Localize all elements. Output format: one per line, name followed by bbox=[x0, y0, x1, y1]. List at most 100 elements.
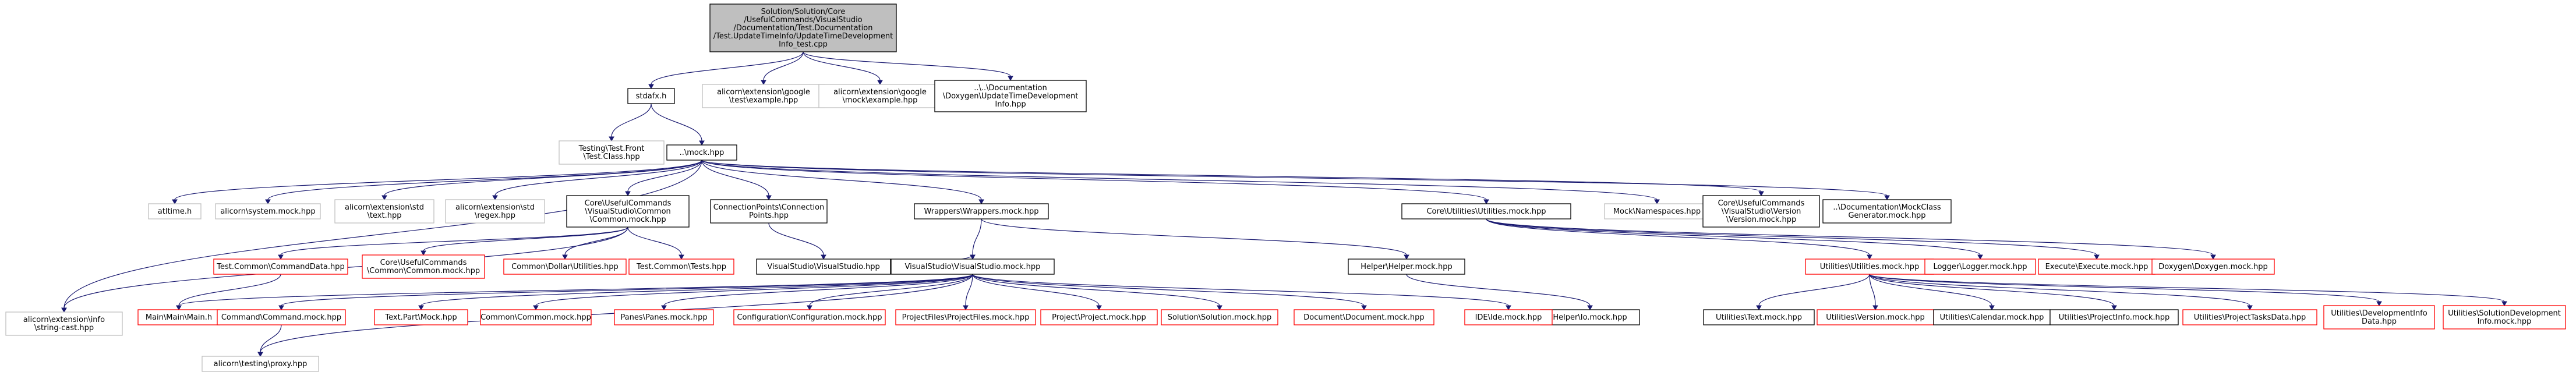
node-label-line: Command\Command.mock.hpp bbox=[221, 313, 341, 322]
node-layer: Solution/Solution/Core/UsefulCommands/Vi… bbox=[5, 3, 2566, 372]
graph-node-projfiles[interactable]: ProjectFiles\ProjectFiles.mock.hpp bbox=[895, 309, 1036, 325]
node-label-line: Utilities\Text.mock.hpp bbox=[1716, 313, 1802, 322]
graph-node-panes[interactable]: Panes\Panes.mock.hpp bbox=[614, 309, 714, 325]
graph-node-vs[interactable]: VisualStudio\VisualStudio.hpp bbox=[756, 258, 891, 275]
edge-line bbox=[981, 218, 1407, 256]
node-box bbox=[709, 3, 897, 52]
node-box bbox=[503, 258, 627, 275]
graph-node-cmddata[interactable]: Test.Common\CommandData.hpp bbox=[213, 258, 348, 275]
graph-node-execute[interactable]: Execute\Execute.mock.hpp bbox=[2038, 258, 2155, 275]
graph-node-helper[interactable]: Helper\Helper.mock.hpp bbox=[1348, 258, 1465, 275]
graph-node-stdregex[interactable]: alicorn\extension\std\regex.hpp bbox=[445, 199, 545, 224]
edge-line bbox=[421, 274, 973, 306]
graph-node-mocknames[interactable]: Mock\Namespaces.hpp bbox=[1604, 203, 1710, 219]
graph-node-corecommon[interactable]: Core\UsefulCommands\Common\Common.mock.h… bbox=[362, 254, 485, 279]
node-box bbox=[2443, 305, 2566, 330]
graph-node-ide[interactable]: IDE\Ide.mock.hpp bbox=[1464, 309, 1553, 325]
edge-line bbox=[280, 226, 628, 256]
graph-node-projinfo[interactable]: Utilities\ProjectInfo.mock.hpp bbox=[2050, 309, 2179, 325]
edge-line bbox=[803, 51, 1011, 77]
edge-arrowhead bbox=[257, 352, 263, 357]
graph-node-mock[interactable]: ..\mock.hpp bbox=[666, 144, 737, 161]
edge-arrowhead bbox=[699, 140, 705, 146]
edge-arrowhead bbox=[661, 305, 667, 311]
graph-node-wrappers[interactable]: Wrappers\Wrappers.mock.hpp bbox=[914, 203, 1049, 219]
graph-edge-commonmock-to-cmddata bbox=[278, 226, 628, 260]
edge-arrowhead bbox=[2376, 301, 2382, 307]
graph-node-dollar[interactable]: Common\Dollar\Utilities.hpp bbox=[503, 258, 627, 275]
node-box bbox=[1924, 258, 2036, 275]
edge-arrowhead bbox=[679, 254, 684, 260]
graph-node-stdtext[interactable]: alicorn\extension\std\text.hpp bbox=[334, 199, 434, 224]
edge-arrowhead bbox=[1587, 305, 1593, 311]
node-label-line: Utilities\ProjectTasksData.hpp bbox=[2194, 313, 2306, 322]
graph-node-main[interactable]: Main\Main\Main.h bbox=[137, 309, 220, 325]
node-box bbox=[374, 309, 468, 325]
graph-node-document[interactable]: Document\Document.mock.hpp bbox=[1294, 309, 1434, 325]
node-box bbox=[148, 203, 202, 219]
edge-arrowhead bbox=[1008, 76, 1013, 82]
graph-node-io[interactable]: Helper\Io.mock.hpp bbox=[1540, 309, 1640, 325]
graph-node-project[interactable]: Project\Project.mock.hpp bbox=[1040, 309, 1158, 325]
node-label-line: \Common\Common.mock.hpp bbox=[367, 267, 480, 275]
node-label-line: alicorn\testing\proxy.hpp bbox=[214, 360, 308, 369]
graph-node-doxygen[interactable]: Doxygen\Doxygen.mock.hpp bbox=[2151, 258, 2275, 275]
node-label-line: Panes\Panes.mock.hpp bbox=[620, 313, 707, 322]
node-label-line: \Version.mock.hpp bbox=[1726, 215, 1797, 224]
node-box bbox=[895, 309, 1036, 325]
graph-edge-root-to-gmock_ex bbox=[803, 51, 883, 86]
node-box bbox=[334, 199, 434, 224]
graph-node-proxy[interactable]: alicorn\testing\proxy.hpp bbox=[202, 356, 319, 372]
graph-node-sysmock[interactable]: alicorn\system.mock.hpp bbox=[215, 203, 321, 219]
graph-node-gtest_ex[interactable]: alicorn\extension\google\test\example.hp… bbox=[702, 84, 825, 108]
graph-node-commoncommon[interactable]: Common\Common.mock.hpp bbox=[480, 309, 592, 325]
graph-node-doxy_upd[interactable]: ..\..\Documentation\Doxygen\UpdateTimeDe… bbox=[934, 80, 1087, 112]
graph-node-command[interactable]: Command\Command.mock.hpp bbox=[217, 309, 346, 325]
graph-edge-vsmock-to-project bbox=[972, 274, 1102, 311]
graph-node-connmock[interactable]: ConnectionPoints\ConnectionPoints.hpp bbox=[710, 199, 828, 224]
graph-node-config[interactable]: Configuration\Configuration.mock.hpp bbox=[733, 309, 886, 325]
graph-node-utils2[interactable]: Utilities\Utilities.mock.hpp bbox=[1805, 258, 1934, 275]
graph-node-commonmock[interactable]: Core\UsefulCommands\VisualStudio\Common\… bbox=[566, 195, 690, 228]
graph-node-textpart[interactable]: Text.Part\Mock.hpp bbox=[374, 309, 468, 325]
graph-node-tests[interactable]: Test.Common\Tests.hpp bbox=[628, 258, 734, 275]
edge-line bbox=[663, 274, 973, 306]
graph-node-testclass[interactable]: Testing\Test.Front\Test.Class.hpp bbox=[559, 140, 665, 165]
node-box bbox=[710, 199, 828, 224]
graph-node-mockclassgen[interactable]: ..\Documentation\MockClassGenerator.mock… bbox=[1822, 199, 1952, 224]
graph-node-soldev[interactable]: Utilities\SolutionDevelopmentInfo.mock.h… bbox=[2443, 305, 2566, 330]
graph-node-projtasks[interactable]: Utilities\ProjectTasksData.hpp bbox=[2182, 309, 2317, 325]
graph-node-gmock_ex[interactable]: alicorn\extension\google\mock\example.hp… bbox=[818, 84, 942, 108]
node-label-line: ..\Documentation\MockClass bbox=[1833, 203, 1941, 212]
graph-node-root[interactable]: Solution/Solution/Core/UsefulCommands/Vi… bbox=[709, 3, 897, 52]
node-label-line: VisualStudio\VisualStudio.hpp bbox=[767, 263, 879, 271]
node-box bbox=[1040, 309, 1158, 325]
graph-node-solution[interactable]: Solution\Solution.mock.hpp bbox=[1161, 309, 1278, 325]
graph-node-versionmock[interactable]: Core\UsefulCommands\VisualStudio\Version… bbox=[1702, 195, 1820, 228]
graph-node-stdafx[interactable]: stdafx.h bbox=[627, 88, 675, 104]
node-label-line: Document\Document.mock.hpp bbox=[1303, 313, 1424, 322]
graph-node-version[interactable]: Utilities\Version.mock.hpp bbox=[1817, 309, 1934, 325]
graph-node-utilmock[interactable]: Core\Utilities\Utilities.mock.hpp bbox=[1401, 203, 1571, 219]
graph-edge-connmock-to-vs bbox=[768, 222, 826, 260]
edge-line bbox=[972, 218, 982, 256]
graph-edge-helper-to-io bbox=[1406, 274, 1593, 311]
graph-edge-utils2-to-devinfo bbox=[1869, 274, 2382, 307]
node-box bbox=[445, 199, 545, 224]
node-label-line: Utilities\DevelopmentInfo bbox=[2331, 309, 2427, 318]
edge-arrowhead bbox=[1404, 254, 1409, 260]
graph-node-vsmock[interactable]: VisualStudio\VisualStudio.mock.hpp bbox=[891, 258, 1055, 275]
node-box bbox=[934, 80, 1087, 112]
edge-line bbox=[651, 51, 804, 85]
graph-edge-utils2-to-version bbox=[1869, 274, 1878, 311]
edge-line bbox=[1486, 218, 1981, 256]
graph-node-logger[interactable]: Logger\Logger.mock.hpp bbox=[1924, 258, 2036, 275]
node-label-line: Common\Common.mock.hpp bbox=[480, 313, 591, 322]
graph-node-atltime[interactable]: atltime.h bbox=[148, 203, 202, 219]
graph-edge-vsmock-to-command bbox=[278, 274, 973, 311]
graph-node-text[interactable]: Utilities\Text.mock.hpp bbox=[1703, 309, 1815, 325]
graph-node-stringcast[interactable]: alicorn\extension\info\string-cast.hpp bbox=[5, 311, 123, 336]
node-box bbox=[2038, 258, 2155, 275]
graph-node-calendar[interactable]: Utilities\Calendar.mock.hpp bbox=[1933, 309, 2051, 325]
